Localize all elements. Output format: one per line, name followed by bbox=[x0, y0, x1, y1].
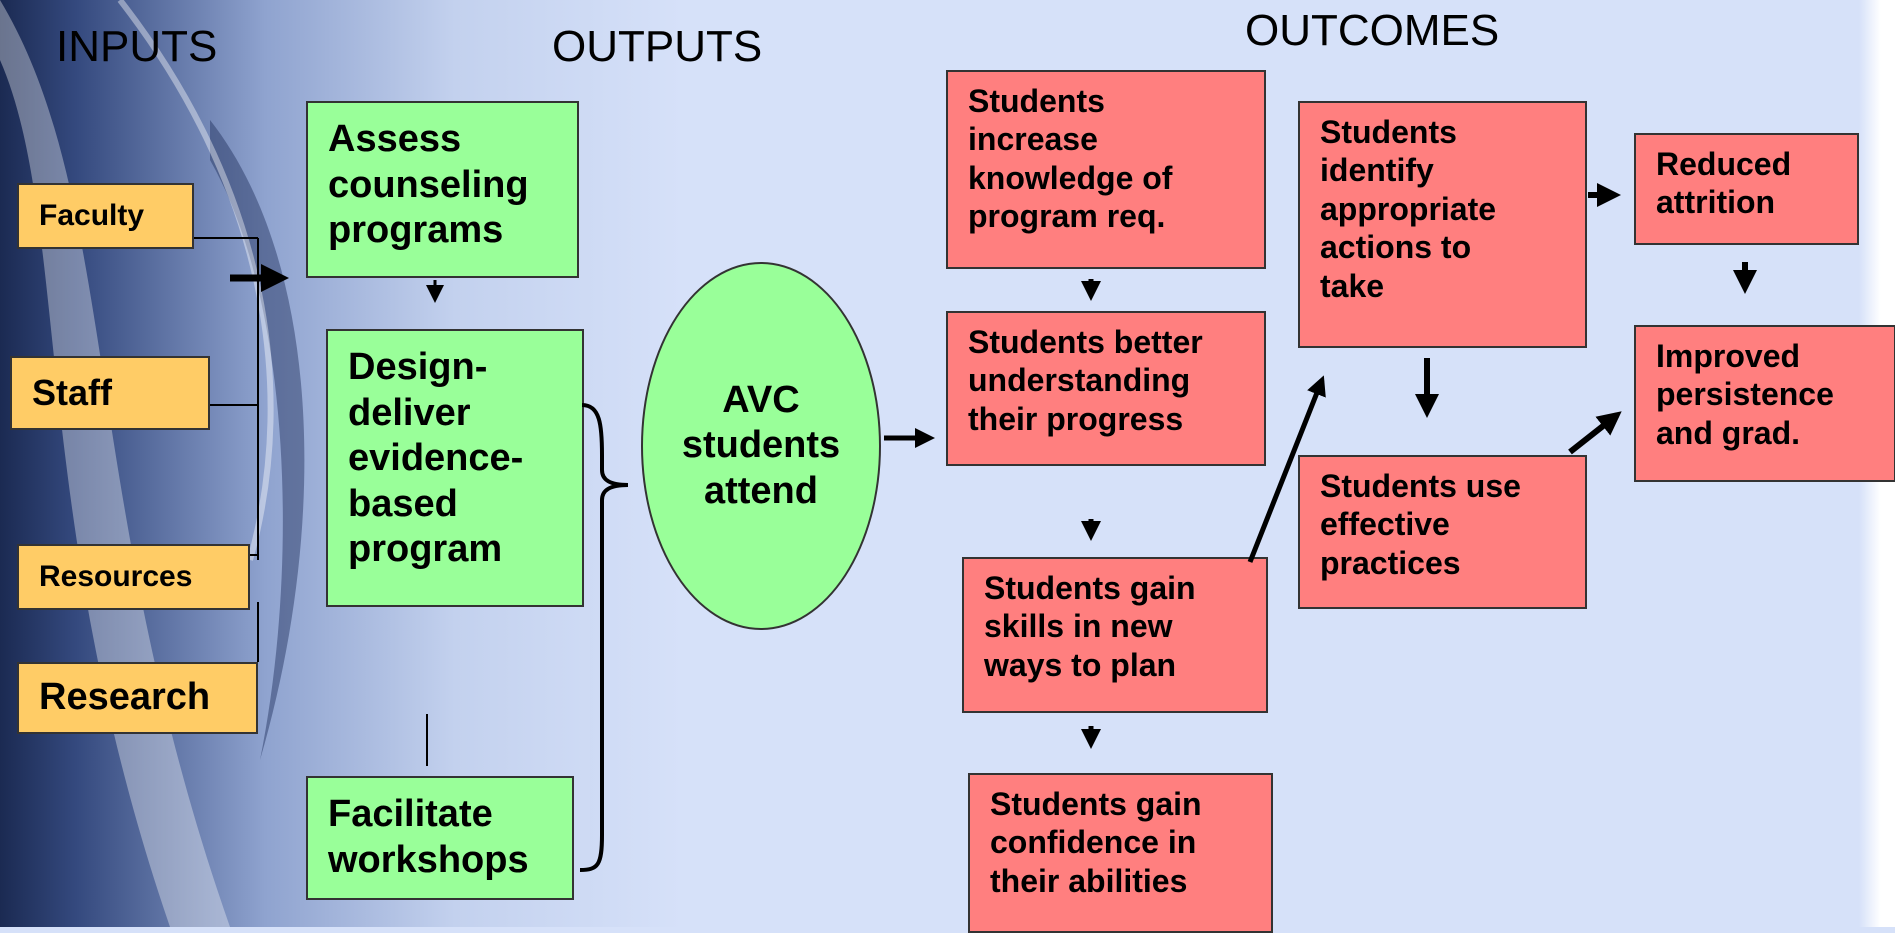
outputs-curly-brace bbox=[579, 403, 629, 872]
outcome-increase-knowledge: Students increase knowledge of program r… bbox=[946, 70, 1266, 269]
outcomes-header: OUTCOMES bbox=[1245, 6, 1500, 55]
input-research-label: Research bbox=[39, 676, 211, 719]
outcome-identify-actions: Students identify appropriate actions to… bbox=[1298, 101, 1587, 348]
outputs-header: OUTPUTS bbox=[552, 22, 763, 71]
input-faculty-label: Faculty bbox=[39, 199, 145, 232]
output-design-deliver-program: Design- deliver evidence- based program bbox=[326, 329, 584, 607]
input-resources-label: Resources bbox=[39, 560, 193, 593]
inputs-header: INPUTS bbox=[56, 22, 218, 71]
outcome-better-understanding: Students better understanding their prog… bbox=[946, 311, 1266, 466]
outcome-gain-confidence: Students gain confidence in their abilit… bbox=[968, 773, 1273, 933]
outcome-gain-skills: Students gain skills in new ways to plan bbox=[962, 557, 1268, 713]
outcome-use-effective-practices: Students use effective practices bbox=[1298, 455, 1587, 609]
input-staff: Staff bbox=[10, 356, 210, 430]
avc-students-attend: AVC students attend bbox=[641, 262, 881, 630]
output-assess-programs: Assess counseling programs bbox=[306, 101, 579, 278]
input-research: Research bbox=[17, 662, 258, 734]
arrow-skills-to-identify bbox=[1247, 375, 1326, 563]
inputs-bracket bbox=[194, 237, 259, 662]
input-staff-label: Staff bbox=[32, 372, 112, 414]
input-faculty: Faculty bbox=[17, 183, 194, 249]
arrow-practices-to-persistence bbox=[1568, 411, 1622, 455]
input-resources: Resources bbox=[17, 544, 250, 610]
output-facilitate-workshops: Facilitate workshops bbox=[306, 776, 574, 900]
outcome-reduced-attrition: Reduced attrition bbox=[1634, 133, 1859, 245]
